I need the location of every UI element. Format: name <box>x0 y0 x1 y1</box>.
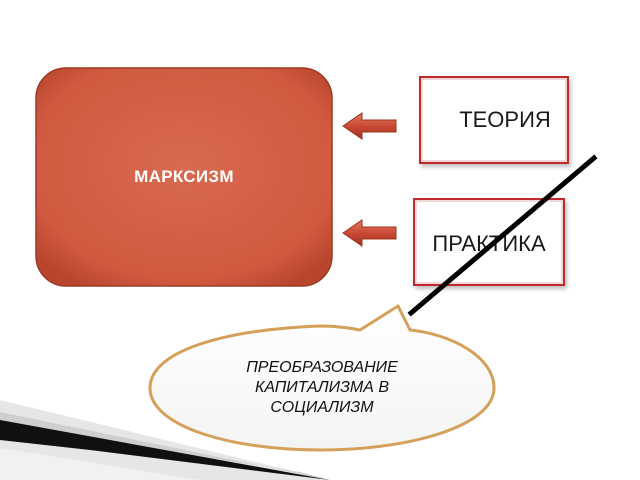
marxism-label: МАРКСИЗМ <box>134 167 234 186</box>
practice-label: ПРАКТИКА <box>432 231 546 256</box>
marxism-box <box>35 67 333 287</box>
strike-line <box>407 154 598 317</box>
callout-line: СОЦИАЛИЗМ <box>270 399 374 416</box>
callout-text: ПРЕОБРАЗОВАНИЕ КАПИТАЛИЗМА В СОЦИАЛИЗМ <box>172 358 472 418</box>
arrow-left-icon <box>342 112 397 140</box>
callout-bubble <box>148 304 496 452</box>
decorative-sweep <box>0 400 330 480</box>
practice-box: ПРАКТИКА <box>413 198 565 286</box>
callout-line: КАПИТАЛИЗМА В <box>254 379 390 396</box>
theory-box: ТЕОРИЯ <box>419 76 569 164</box>
callout-line: ПРЕОБРАЗОВАНИЕ <box>246 359 398 376</box>
theory-label: ТЕОРИЯ <box>459 107 551 132</box>
arrow-left-icon <box>342 219 397 247</box>
